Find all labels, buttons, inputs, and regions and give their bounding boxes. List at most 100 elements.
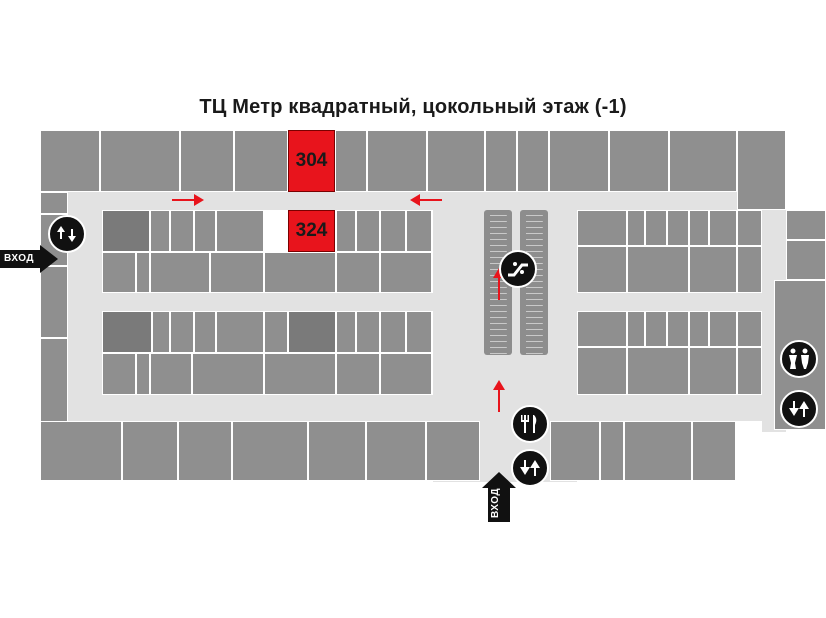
shop-block[interactable] xyxy=(234,130,288,192)
shop-block[interactable] xyxy=(380,353,432,395)
shop-block[interactable] xyxy=(264,311,288,353)
shop-block[interactable] xyxy=(102,311,152,353)
shop-block[interactable] xyxy=(609,130,669,192)
shop-block[interactable] xyxy=(170,210,194,252)
shop-block[interactable] xyxy=(627,246,689,293)
entrance-arrow-icon xyxy=(0,245,58,273)
shop-block[interactable] xyxy=(645,311,667,347)
shop-block[interactable] xyxy=(406,311,432,353)
shop-block[interactable] xyxy=(550,421,600,481)
shop-block[interactable] xyxy=(308,421,366,481)
shop-block[interactable] xyxy=(600,421,624,481)
corridor-bottom xyxy=(68,395,786,421)
shop-block[interactable] xyxy=(627,210,645,246)
shop-block[interactable] xyxy=(737,246,762,293)
shop-block[interactable] xyxy=(150,252,210,293)
shop-block[interactable] xyxy=(645,210,667,246)
elevator-icon xyxy=(511,449,549,487)
shop-block[interactable] xyxy=(180,130,234,192)
shop-block[interactable] xyxy=(40,192,68,214)
shop-block[interactable] xyxy=(150,210,170,252)
shop-block[interactable] xyxy=(577,246,627,293)
shop-block[interactable] xyxy=(40,421,122,481)
shop-block[interactable] xyxy=(709,210,737,246)
shop-block[interactable] xyxy=(100,130,180,192)
shop-block[interactable] xyxy=(216,311,264,353)
shop-block[interactable] xyxy=(624,421,692,481)
shop-block[interactable] xyxy=(170,311,194,353)
shop-block[interactable] xyxy=(264,353,336,395)
shop-block[interactable] xyxy=(577,347,627,395)
shop-block[interactable] xyxy=(335,130,367,192)
shop-block[interactable] xyxy=(786,240,826,280)
shop-block[interactable] xyxy=(366,421,426,481)
shop-block[interactable] xyxy=(380,252,432,293)
shop-block[interactable] xyxy=(194,311,216,353)
shop-block[interactable] xyxy=(667,311,689,347)
direction-arrow-up xyxy=(493,380,505,412)
shop-block[interactable] xyxy=(667,210,689,246)
shop-block[interactable] xyxy=(627,311,645,347)
shop-block[interactable] xyxy=(737,210,762,246)
shop-block[interactable] xyxy=(737,347,762,395)
shop-block[interactable] xyxy=(406,210,432,252)
shop-block[interactable] xyxy=(210,252,264,293)
shop-block[interactable] xyxy=(336,252,380,293)
shop-block[interactable] xyxy=(150,353,192,395)
shop-324[interactable]: 324 xyxy=(288,210,335,252)
shop-block[interactable] xyxy=(689,210,709,246)
shop-block[interactable] xyxy=(737,130,786,210)
floor-plan: 304 324 xyxy=(40,130,826,490)
shop-block[interactable] xyxy=(669,130,737,192)
shop-block[interactable] xyxy=(102,252,136,293)
shop-block[interactable] xyxy=(356,311,380,353)
shop-block[interactable] xyxy=(102,210,150,252)
shop-block[interactable] xyxy=(517,130,549,192)
shop-block[interactable] xyxy=(40,130,100,192)
shop-block[interactable] xyxy=(627,347,689,395)
shop-block[interactable] xyxy=(102,353,136,395)
entrance-arrow-icon xyxy=(482,472,516,522)
entrance-label: ВХОД xyxy=(4,253,35,264)
shop-block[interactable] xyxy=(380,311,406,353)
shop-block[interactable] xyxy=(427,130,485,192)
shop-block[interactable] xyxy=(689,347,737,395)
shop-block[interactable] xyxy=(40,266,68,338)
entrance-bottom[interactable]: ВХОД xyxy=(482,472,516,527)
elevator-icon xyxy=(780,390,818,428)
shop-block[interactable] xyxy=(689,311,709,347)
shop-block[interactable] xyxy=(136,353,150,395)
shop-block[interactable] xyxy=(577,210,627,246)
shop-block[interactable] xyxy=(192,353,264,395)
shop-block[interactable] xyxy=(232,421,308,481)
shop-block[interactable] xyxy=(194,210,216,252)
shop-block[interactable] xyxy=(178,421,232,481)
shop-block[interactable] xyxy=(336,311,356,353)
shop-block[interactable] xyxy=(264,252,336,293)
shop-block[interactable] xyxy=(152,311,170,353)
restaurant-icon xyxy=(511,405,549,443)
shop-block[interactable] xyxy=(288,311,336,353)
shop-block[interactable] xyxy=(40,338,68,422)
shop-block[interactable] xyxy=(380,210,406,252)
shop-block[interactable] xyxy=(692,421,736,481)
shop-block[interactable] xyxy=(122,421,178,481)
shop-block[interactable] xyxy=(336,210,356,252)
shop-block[interactable] xyxy=(737,311,762,347)
shop-304[interactable]: 304 xyxy=(288,130,335,192)
shop-block[interactable] xyxy=(689,246,737,293)
shop-block[interactable] xyxy=(577,311,627,347)
shop-block[interactable] xyxy=(549,130,609,192)
shop-block[interactable] xyxy=(709,311,737,347)
shop-block[interactable] xyxy=(367,130,427,192)
shop-block[interactable] xyxy=(356,210,380,252)
corridor-middle xyxy=(68,293,786,311)
shop-block[interactable] xyxy=(136,252,150,293)
shop-block[interactable] xyxy=(216,210,264,252)
shop-block[interactable] xyxy=(336,353,380,395)
shop-block[interactable] xyxy=(485,130,517,192)
shop-block[interactable] xyxy=(786,210,826,240)
entrance-left[interactable]: ВХОД xyxy=(0,245,58,278)
escalator-icon xyxy=(499,250,537,288)
shop-block[interactable] xyxy=(426,421,480,481)
